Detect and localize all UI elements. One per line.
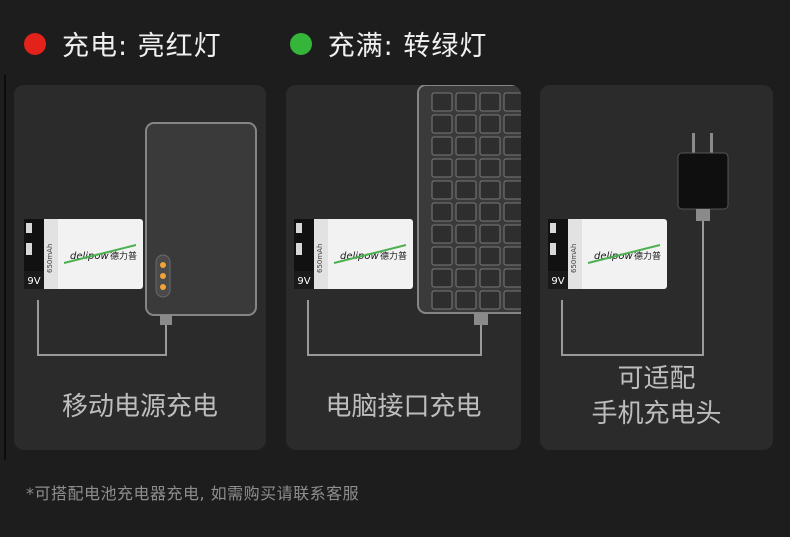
keyboard-key xyxy=(455,180,477,200)
keyboard-key xyxy=(431,158,453,178)
phone-charger-illustration: 9V delipow 德力普 650mAh xyxy=(548,133,729,356)
status-full: 充满: 转绿灯 xyxy=(289,24,488,63)
keyboard-key xyxy=(479,158,501,178)
status-full-label: 充满: 转绿灯 xyxy=(327,31,488,62)
power-bank-icon xyxy=(145,122,257,325)
keyboard-key xyxy=(479,114,501,134)
laptop-keyboard-icon xyxy=(417,85,521,314)
keyboard-key xyxy=(455,92,477,112)
status-charging-label: 充电: 亮红灯 xyxy=(62,31,222,62)
keyboard-key xyxy=(431,224,453,244)
keyboard-key xyxy=(431,114,453,134)
green-indicator-icon xyxy=(289,32,312,55)
laptop-illustration: 9V delipow 德力普 650mAh xyxy=(294,85,521,356)
svg-text:650mAh: 650mAh xyxy=(316,244,324,273)
keyboard-key xyxy=(431,268,453,288)
svg-text:650mAh: 650mAh xyxy=(46,244,54,273)
keyboard-key xyxy=(503,180,521,200)
panel-power-bank: 9V delipow 德力普 650mAh 移动电源充电 xyxy=(14,85,266,450)
keyboard-key xyxy=(503,224,521,244)
svg-text:9V: 9V xyxy=(297,276,310,287)
panel-caption-line1: 可适配 xyxy=(617,364,696,394)
keyboard-key xyxy=(503,246,521,266)
keyboard-key xyxy=(431,92,453,112)
keyboard-key xyxy=(479,180,501,200)
keyboard-key xyxy=(479,92,501,112)
keyboard-key xyxy=(503,136,521,156)
panel-caption-power-bank: 移动电源充电 xyxy=(61,392,218,422)
keyboard-key xyxy=(479,290,501,310)
battery-icon: 9V delipow 德力普 650mAh xyxy=(548,219,667,289)
keyboard-key xyxy=(503,290,521,310)
keyboard-key xyxy=(479,224,501,244)
svg-text:9V: 9V xyxy=(27,276,40,287)
keyboard-key xyxy=(455,114,477,134)
keyboard-key xyxy=(431,246,453,266)
keyboard-key xyxy=(455,268,477,288)
footnote: *可搭配电池充电器充电, 如需购买请联系客服 xyxy=(26,484,360,503)
keyboard-key xyxy=(431,290,453,310)
svg-text:德力普: 德力普 xyxy=(634,250,661,262)
keyboard-key xyxy=(503,202,521,222)
keyboard-key xyxy=(455,158,477,178)
keyboard-key xyxy=(431,202,453,222)
svg-text:德力普: 德力普 xyxy=(380,250,407,262)
svg-text:650mAh: 650mAh xyxy=(570,244,578,273)
keyboard-key xyxy=(479,268,501,288)
phone-charger-icon xyxy=(677,133,729,221)
panel-caption-line2: 手机充电头 xyxy=(591,399,722,429)
battery-icon: 9V delipow 德力普 650mAh xyxy=(24,219,143,289)
keyboard-key xyxy=(431,136,453,156)
keyboard-key xyxy=(479,202,501,222)
svg-text:德力普: 德力普 xyxy=(110,250,137,262)
keyboard-key xyxy=(479,136,501,156)
status-charging: 充电: 亮红灯 xyxy=(24,24,222,63)
red-indicator-icon xyxy=(24,32,46,55)
left-edge-divider xyxy=(4,75,6,460)
keyboard-key xyxy=(455,224,477,244)
panel-laptop: 9V delipow 德力普 650mAh 电脑接口充电 xyxy=(286,85,521,450)
power-bank-illustration: 9V delipow 德力普 650mAh xyxy=(24,122,257,356)
panel-caption-laptop: 电脑接口充电 xyxy=(325,392,482,422)
keyboard-key xyxy=(503,268,521,288)
keyboard-key xyxy=(503,92,521,112)
keyboard-key xyxy=(455,202,477,222)
status-legend: 充电: 亮红灯 充满: 转绿灯 xyxy=(24,24,555,63)
keyboard-key xyxy=(431,180,453,200)
keyboard-key xyxy=(503,158,521,178)
keyboard-key xyxy=(503,114,521,134)
keyboard-key xyxy=(455,136,477,156)
battery-icon: 9V delipow 德力普 650mAh xyxy=(294,219,413,289)
keyboard-key xyxy=(479,246,501,266)
svg-text:9V: 9V xyxy=(551,276,564,287)
keyboard-key xyxy=(455,246,477,266)
panel-phone-charger: 9V delipow 德力普 650mAh 可适配 手机充电头 xyxy=(540,85,773,450)
keyboard-key xyxy=(455,290,477,310)
